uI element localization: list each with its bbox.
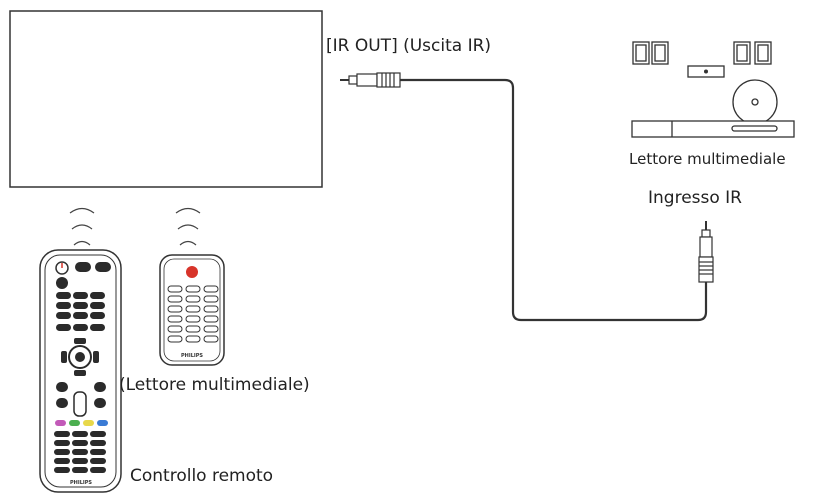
display-icon	[9, 10, 323, 188]
media-player-remote-label: (Lettore multimediale)	[119, 375, 310, 395]
remote-button	[73, 324, 88, 331]
remote-button	[56, 302, 71, 309]
remote-button	[90, 440, 106, 446]
remote-button	[167, 315, 183, 323]
remote-button	[94, 382, 106, 392]
speaker-icon	[733, 41, 751, 65]
remote-button	[167, 335, 183, 343]
ir-signal-icon	[69, 207, 95, 246]
remote-button	[90, 458, 106, 464]
remote-button	[90, 292, 105, 299]
remote-control-label: Controllo remoto	[130, 466, 274, 486]
audio-jack-icon	[340, 72, 401, 88]
remote-button	[185, 315, 201, 323]
remote-button	[56, 312, 71, 319]
remote-brand: PHILIPS	[181, 353, 203, 359]
remote-button-grid	[167, 285, 219, 343]
remote-button	[90, 467, 106, 473]
audio-jack-icon	[698, 221, 714, 283]
remote-button-grid	[56, 292, 106, 408]
remote-button	[54, 467, 70, 473]
remote-button	[90, 302, 105, 309]
remote-button	[72, 467, 88, 473]
remote-button	[73, 302, 88, 309]
remote-button	[56, 324, 71, 331]
remote-button	[185, 305, 201, 313]
remote-button	[54, 449, 70, 455]
speaker-icon	[632, 41, 650, 65]
remote-button	[72, 458, 88, 464]
remote-button	[90, 449, 106, 455]
ir-in-label: Ingresso IR	[648, 188, 742, 208]
remote-button	[56, 292, 71, 299]
remote-button	[94, 398, 106, 408]
remote-button	[90, 431, 106, 437]
remote-button	[185, 295, 201, 303]
remote-button	[203, 335, 219, 343]
media-player-label: Lettore multimediale	[629, 150, 786, 168]
remote-control-icon: PHILIPS	[39, 249, 122, 493]
remote-brand: PHILIPS	[70, 480, 92, 486]
remote-button	[203, 285, 219, 293]
cable-line	[400, 78, 708, 322]
remote-button	[203, 315, 219, 323]
remote-button	[72, 449, 88, 455]
remote-button	[90, 312, 105, 319]
speaker-icon	[651, 41, 669, 65]
remote-button	[54, 431, 70, 437]
remote-button	[72, 440, 88, 446]
media-player-icon	[631, 41, 795, 138]
remote-button	[167, 285, 183, 293]
remote-button	[73, 312, 88, 319]
ir-signal-icon	[175, 207, 201, 246]
color-keys	[55, 420, 108, 426]
remote-button	[203, 295, 219, 303]
remote-button	[72, 431, 88, 437]
remote-button	[56, 398, 68, 408]
remote-button	[185, 325, 201, 333]
media-player-remote-icon: PHILIPS	[159, 254, 225, 366]
ir-cable	[400, 78, 708, 322]
remote-button	[185, 335, 201, 343]
remote-button	[185, 285, 201, 293]
remote-button	[167, 325, 183, 333]
remote-button	[54, 458, 70, 464]
remote-button	[56, 382, 68, 392]
remote-button	[90, 324, 105, 331]
remote-button	[73, 292, 88, 299]
remote-button	[54, 440, 70, 446]
ir-out-label: [IR OUT] (Uscita IR)	[326, 36, 492, 56]
speaker-icon	[754, 41, 772, 65]
remote-button	[203, 305, 219, 313]
remote-numpad	[54, 431, 106, 473]
remote-button	[203, 325, 219, 333]
remote-button	[167, 295, 183, 303]
remote-button	[167, 305, 183, 313]
